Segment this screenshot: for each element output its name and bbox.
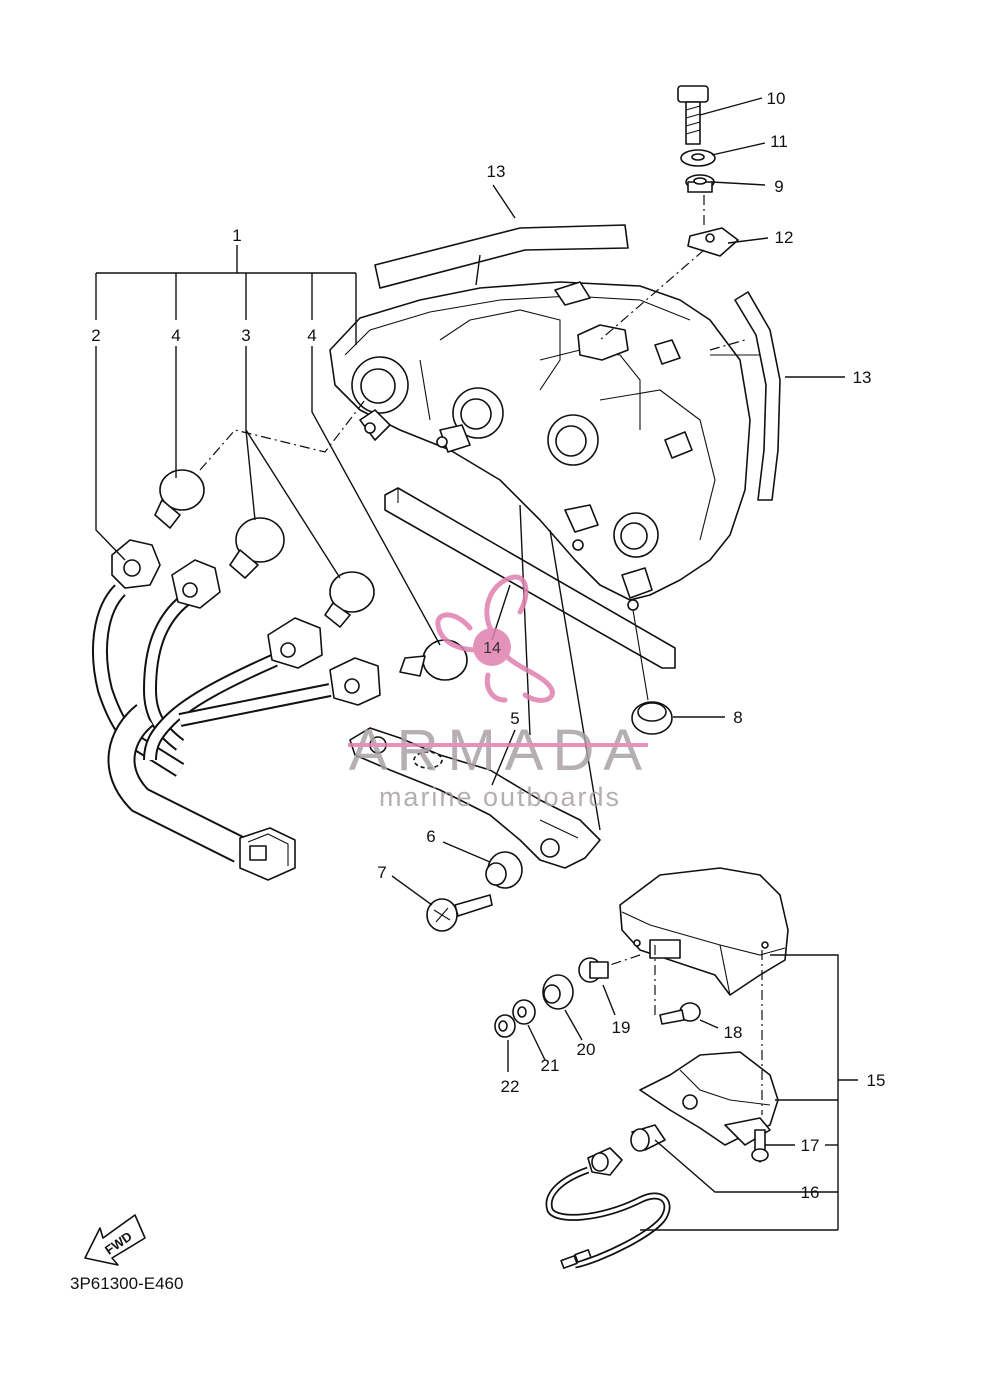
fwd-arrow-icon: FWD <box>84 1214 146 1266</box>
callout-4-left: 4 <box>171 326 180 345</box>
watermark-stripe <box>348 743 648 747</box>
callout-13-side: 13 <box>853 368 872 387</box>
callout-13-top: 13 <box>487 162 506 181</box>
collar-19 <box>578 957 609 983</box>
license-light-base <box>639 1051 779 1146</box>
license-socket-cord <box>545 1147 671 1269</box>
bulb-4-left <box>154 469 205 529</box>
screw-7 <box>426 894 493 932</box>
callout-16: 16 <box>801 1183 820 1202</box>
callout-10: 10 <box>767 89 786 108</box>
washer-11 <box>680 149 716 167</box>
bolt-10 <box>677 85 709 145</box>
callout-14: 14 <box>483 640 501 657</box>
propeller-logo-icon <box>435 574 555 703</box>
callout-20: 20 <box>577 1040 596 1059</box>
callout-2: 2 <box>91 326 100 345</box>
callout-12: 12 <box>775 228 794 247</box>
license-light-cover <box>619 867 789 996</box>
screw-17 <box>751 1129 769 1163</box>
callout-17: 17 <box>801 1136 820 1155</box>
collar-9 <box>685 174 715 193</box>
diagram-code: 3P61300-E460 <box>70 1274 183 1293</box>
callout-21: 21 <box>541 1056 560 1075</box>
leader-lines <box>95 97 858 1231</box>
watermark-tagline: marine outboards <box>379 782 621 812</box>
seal-strip-side <box>734 291 781 501</box>
callout-7: 7 <box>377 863 386 882</box>
callout-labels: 1 2 4 3 4 5 6 7 8 9 10 11 12 13 13 15 16… <box>91 89 885 1202</box>
watermark-brand: ARMADA <box>349 718 651 783</box>
callout-8: 8 <box>733 708 742 727</box>
callout-19: 19 <box>612 1018 631 1037</box>
bulb-16 <box>630 1124 666 1152</box>
nut-22 <box>494 1014 516 1038</box>
washer-21 <box>512 999 536 1025</box>
screw-18 <box>659 1002 701 1025</box>
callout-5: 5 <box>510 709 519 728</box>
callout-22: 22 <box>501 1077 520 1096</box>
nut-clip-12 <box>687 227 739 257</box>
callout-4-right: 4 <box>307 326 316 345</box>
seal-strip-top <box>374 224 629 289</box>
callout-9: 9 <box>774 177 783 196</box>
callout-6: 6 <box>426 827 435 846</box>
callout-3: 3 <box>241 326 250 345</box>
bulb-3-a <box>229 517 285 579</box>
callout-15: 15 <box>867 1071 886 1090</box>
spacer-strip-14 <box>384 487 676 669</box>
callout-1: 1 <box>232 226 241 245</box>
grommet-8 <box>631 701 673 735</box>
callout-11: 11 <box>770 132 788 151</box>
grommet-20 <box>542 974 574 1010</box>
wire-harness <box>92 539 381 881</box>
grommet-6 <box>485 851 523 889</box>
tail-light-housing <box>329 281 760 611</box>
propeller-hub <box>473 628 511 666</box>
bulb-4-right <box>399 639 468 681</box>
callout-18: 18 <box>724 1023 743 1042</box>
bulb-3-b <box>324 571 375 628</box>
armada-watermark: 14 ARMADA marine outboards <box>348 574 651 812</box>
